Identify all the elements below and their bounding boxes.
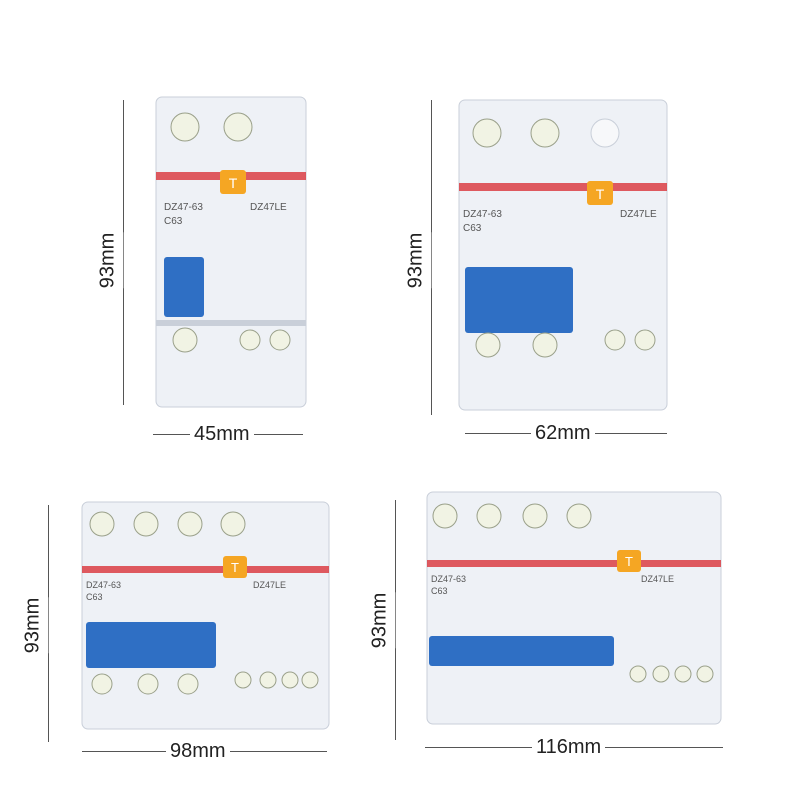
test-button-label: T <box>596 186 605 202</box>
svg-text:C63: C63 <box>86 592 103 602</box>
svg-text:DZ47-63: DZ47-63 <box>164 202 203 213</box>
width-label-3: 98mm <box>166 740 230 763</box>
width-label-1: 45mm <box>190 423 254 446</box>
breaker-panel-4: T DZ47-63 C63 DZ47LE <box>423 488 725 728</box>
height-label-1: 93mm <box>92 232 124 289</box>
svg-text:DZ47LE: DZ47LE <box>253 580 286 590</box>
width-label-2: 62mm <box>531 422 595 445</box>
height-dimension-line-4 <box>395 500 396 740</box>
height-dimension-line-1 <box>123 100 124 405</box>
svg-text:DZ47LE: DZ47LE <box>250 202 287 213</box>
terminal-screws-top <box>432 503 592 529</box>
width-label-4: 116mm <box>532 736 606 759</box>
test-button-label: T <box>231 560 239 575</box>
terminal-screws-top <box>472 118 620 148</box>
breaker-panel-2: T DZ47-63 C63 DZ47LE <box>455 95 670 415</box>
svg-text:C63: C63 <box>431 586 448 596</box>
breaker-illustration-1: T DZ47-63 C63 DZ47LE <box>155 96 307 408</box>
svg-text:DZ47LE: DZ47LE <box>641 574 674 584</box>
svg-text:C63: C63 <box>164 216 183 227</box>
svg-text:DZ47LE: DZ47LE <box>620 209 657 220</box>
test-button-label: T <box>625 554 633 569</box>
breaker-panel-1: T DZ47-63 C63 DZ47LE <box>150 92 310 412</box>
height-dimension-line-2 <box>431 100 432 415</box>
test-button-label: T <box>229 175 238 191</box>
terminal-screws-bottom <box>91 671 319 695</box>
breaker-illustration-3: T DZ47-63 C63 DZ47LE <box>81 501 330 730</box>
height-label-2: 93mm <box>400 232 432 289</box>
height-label-4: 93mm <box>364 592 396 649</box>
svg-text:DZ47-63: DZ47-63 <box>431 574 466 584</box>
svg-text:DZ47-63: DZ47-63 <box>86 580 121 590</box>
terminal-screws-top <box>89 511 246 537</box>
terminal-screws-bottom <box>172 327 291 353</box>
terminal-screws-bottom <box>475 329 656 358</box>
breaker-illustration-2: T DZ47-63 C63 DZ47LE <box>458 99 668 411</box>
height-dimension-line-3 <box>48 505 49 742</box>
svg-text:C63: C63 <box>463 223 482 234</box>
terminal-screws-top <box>170 112 253 142</box>
svg-text:DZ47-63: DZ47-63 <box>463 209 502 220</box>
breaker-panel-3: T DZ47-63 C63 DZ47LE <box>78 498 333 733</box>
height-label-3: 93mm <box>17 597 49 654</box>
breaker-illustration-4: T DZ47-63 C63 DZ47LE <box>426 491 722 725</box>
terminal-screws-bottom <box>629 665 714 683</box>
